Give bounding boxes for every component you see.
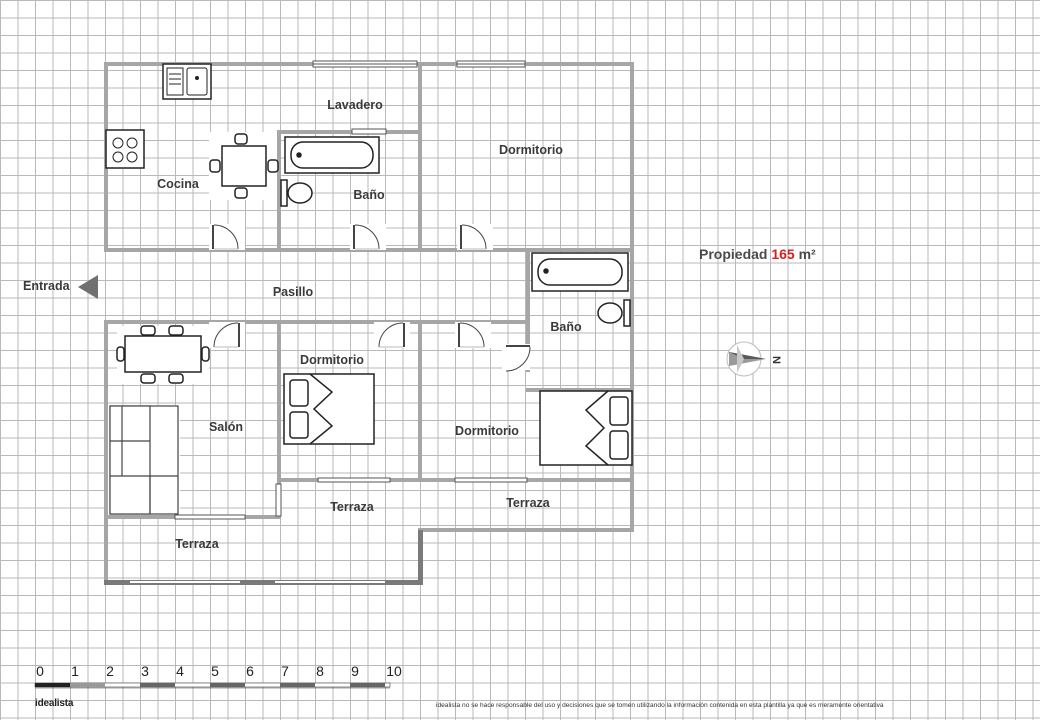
scale-tick-label: 3: [141, 663, 149, 679]
toilet-icon: [280, 179, 313, 207]
bed-icon: [539, 390, 633, 466]
property-area-value: 165: [771, 246, 795, 262]
room-label-lavadero: Lavadero: [327, 98, 383, 112]
disclaimer-text: idealista no se hace responsable del uso…: [436, 702, 884, 709]
terrace-railing: [104, 530, 423, 585]
windows: [174, 60, 528, 520]
scale-tick-label: 8: [316, 663, 324, 679]
room-label-terraza-3: Terraza: [175, 537, 220, 551]
room-label-cocina: Cocina: [157, 177, 200, 191]
scale-tick-label: 10: [386, 663, 402, 679]
room-labels: Lavadero Dormitorio Cocina Baño Pasillo …: [157, 98, 582, 551]
room-label-dormitorio-3: Dormitorio: [455, 424, 519, 438]
kitchen-sink-icon: [162, 63, 212, 100]
bathtub-icon: [284, 136, 380, 174]
room-label-pasillo: Pasillo: [273, 285, 314, 299]
room-label-terraza-2: Terraza: [330, 500, 375, 514]
scale-tick-label: 9: [351, 663, 359, 679]
scale-tick-label: 6: [246, 663, 254, 679]
bathtub-icon: [531, 252, 629, 292]
bed-icon: [283, 373, 375, 445]
doors: [209, 224, 531, 372]
scale-tick-label: 7: [281, 663, 289, 679]
dining-table-icon: [209, 133, 279, 199]
scale-tick-label: 4: [176, 663, 184, 679]
scale-tick-label: 1: [71, 663, 79, 679]
sofa-icon: [109, 405, 179, 515]
scale-bar: [34, 682, 391, 689]
property-area-unit: m²: [798, 246, 816, 262]
room-label-bano-2: Baño: [550, 320, 582, 334]
scale-tick-label: 5: [211, 663, 219, 679]
entrance-arrow-icon: [78, 275, 98, 299]
stove-icon: [105, 129, 145, 169]
compass-icon: N: [726, 341, 782, 377]
brand-logo: idealista: [35, 698, 74, 709]
room-label-terraza-1: Terraza: [506, 496, 551, 510]
room-label-salon: Salón: [209, 420, 243, 434]
dining-table-icon: [116, 325, 210, 384]
compass-label: N: [770, 356, 782, 364]
scale-tick-label: 2: [106, 663, 114, 679]
room-label-dormitorio-2: Dormitorio: [300, 353, 364, 367]
entrance-label: Entrada: [23, 279, 70, 293]
toilet-icon: [597, 299, 631, 327]
scale-tick-label: 0: [36, 663, 44, 679]
room-label-dormitorio-1: Dormitorio: [499, 143, 563, 157]
property-area-label: Propiedad 165 m²: [699, 246, 816, 262]
room-label-bano-1: Baño: [353, 188, 385, 202]
property-prefix: Propiedad: [699, 246, 768, 262]
